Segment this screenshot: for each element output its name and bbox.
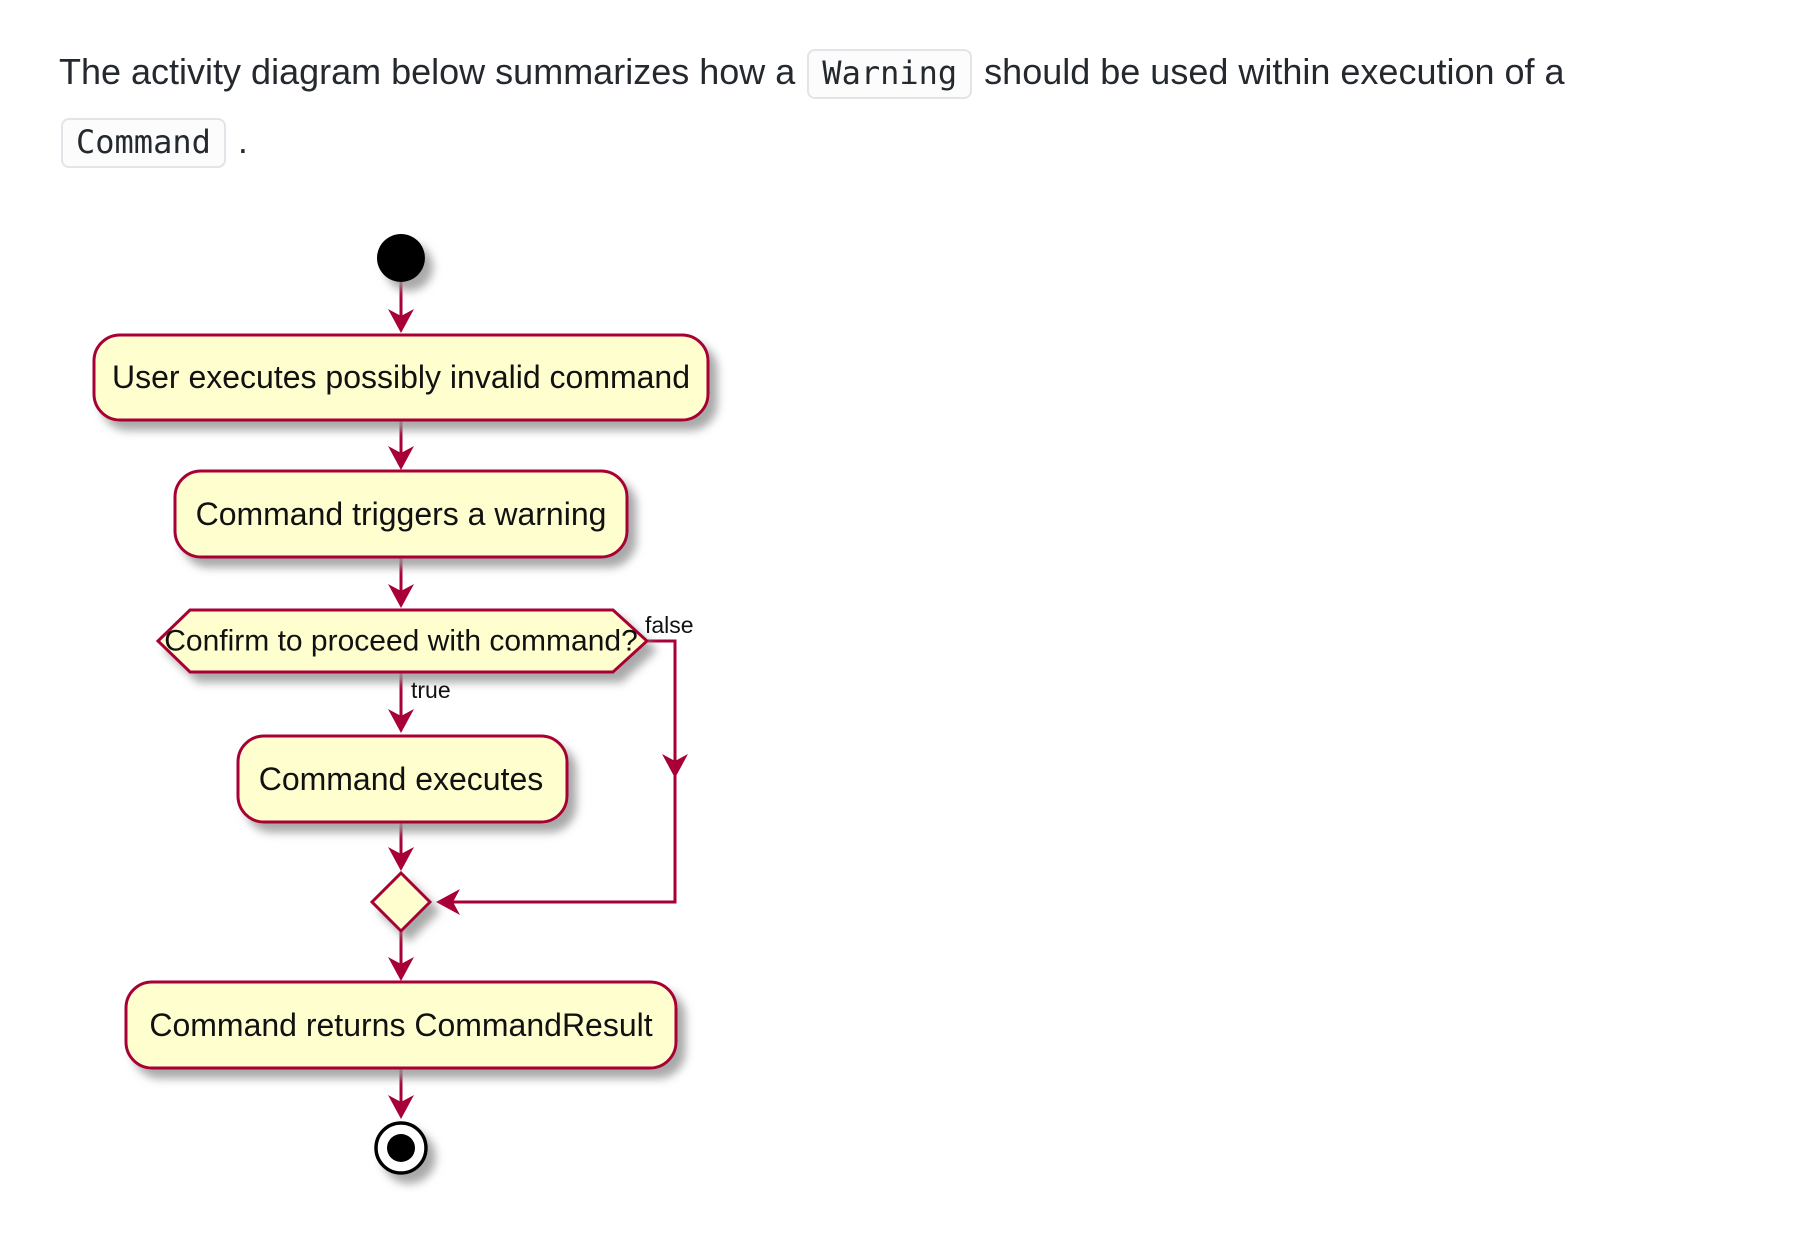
inline-code-command: Command [61,118,226,168]
activity-label-user-executes: User executes possibly invalid command [112,359,690,395]
activity-node-command-executes [236,734,569,824]
activity-node-user-executes [92,333,710,422]
intro-text-2: should be used within execution of a [984,51,1565,92]
start-node [377,234,425,282]
activity-label-returns-result: Command returns CommandResult [149,1007,652,1043]
arrowhead-into-activity4 [388,957,414,981]
arrowhead-into-activity2 [388,446,414,470]
inline-code-warning: Warning [807,49,973,99]
activity-node-returns-result [124,980,678,1070]
activity-node-triggers-warning [173,469,629,559]
decision-label-confirm: Confirm to proceed with command? [164,625,638,658]
arrowhead-into-activity1 [388,309,414,333]
decision-node-confirm [155,608,650,674]
intro-text-3: . [237,120,248,161]
arrowhead-false-into-merge [436,889,460,915]
edge-label-false: false [645,612,694,638]
edge-label-true: true [411,677,451,703]
arrowhead-into-end [388,1095,414,1119]
activity-label-command-executes: Command executes [259,761,544,797]
arrowhead-into-merge [388,847,414,871]
arrowhead-into-activity3 [388,709,414,733]
end-node-inner-dot [387,1134,415,1162]
activity-diagram: User executes possibly invalid command C… [92,234,710,1175]
arrowhead-into-decision [388,584,414,608]
arrowhead-false-branch-down [662,754,688,778]
intro-text-1: The activity diagram below summarizes ho… [59,51,796,92]
merge-node [369,870,433,934]
activity-label-triggers-warning: Command triggers a warning [196,496,607,532]
intro-paragraph: The activity diagram below summarizes ho… [59,38,1759,176]
